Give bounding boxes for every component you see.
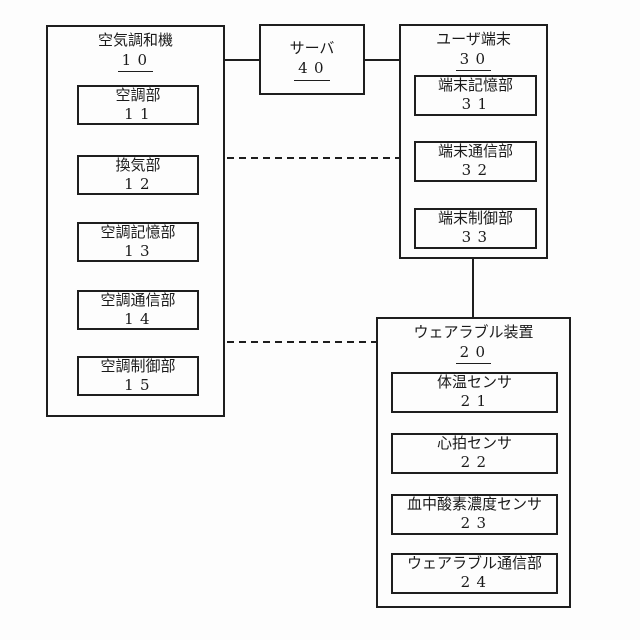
block-ventilation-unit: 換気部 12: [77, 155, 199, 195]
block-hvac-unit: 空調部 11: [77, 85, 199, 125]
block-label: 空調記憶部: [100, 222, 176, 241]
block-wearable-device: ウェアラブル装置 20 体温センサ 21 心拍センサ 22 血中酸素濃度センサ …: [376, 317, 571, 608]
block-server: サーバ 40: [259, 24, 365, 95]
block-label: 血中酸素濃度センサ: [406, 495, 542, 513]
block-heart-rate-sensor: 心拍センサ 22: [391, 433, 558, 474]
dashed-connector-ac-wearable: [227, 341, 376, 343]
block-label: ユーザ端末: [436, 30, 511, 48]
ref-number: 40: [294, 59, 330, 81]
block-label: 空調通信部: [100, 290, 176, 309]
ref-number: 22: [456, 453, 493, 473]
ref-number: 12: [120, 175, 156, 195]
block-title-user-terminal: ユーザ端末 30: [401, 30, 546, 71]
block-label: 端末制御部: [437, 209, 513, 227]
block-label: ウェアラブル装置: [413, 323, 534, 341]
ref-number: 13: [120, 242, 156, 262]
block-terminal-storage-unit: 端末記憶部 31: [414, 75, 537, 116]
ref-number: 24: [456, 573, 493, 593]
ref-number: 21: [456, 392, 493, 412]
connector-terminal-wearable: [472, 259, 474, 317]
ref-number: 20: [455, 343, 492, 364]
ref-number: 10: [117, 51, 154, 72]
block-wearable-communication-unit: ウェアラブル通信部 24: [391, 553, 558, 594]
block-air-conditioner: 空気調和機 10 空調部 11 換気部 12 空調記憶部 13 空調通信部 14…: [46, 25, 225, 417]
ref-number: 33: [457, 228, 494, 248]
ref-number: 15: [120, 376, 156, 396]
block-terminal-communication-unit: 端末通信部 32: [414, 141, 537, 182]
ref-number: 11: [120, 105, 156, 125]
ref-number: 30: [455, 50, 492, 71]
block-label: 空調制御部: [100, 356, 176, 375]
block-body-temperature-sensor: 体温センサ 21: [391, 372, 558, 413]
block-title-air-conditioner: 空気調和機 10: [48, 31, 223, 72]
block-title-wearable-device: ウェアラブル装置 20: [378, 323, 569, 364]
ref-number: 14: [120, 310, 156, 330]
ref-number: 32: [457, 161, 494, 181]
block-title-server: サーバ 40: [261, 26, 363, 93]
ref-number: 31: [457, 95, 494, 115]
ref-number: 23: [456, 514, 493, 534]
block-hvac-storage-unit: 空調記憶部 13: [77, 222, 199, 262]
block-label: 端末記憶部: [437, 76, 513, 94]
block-user-terminal: ユーザ端末 30 端末記憶部 31 端末通信部 32 端末制御部 33: [399, 24, 548, 259]
block-blood-oxygen-sensor: 血中酸素濃度センサ 23: [391, 494, 558, 535]
block-label: 空気調和機: [97, 31, 173, 49]
block-label: 換気部: [115, 155, 161, 174]
dashed-connector-ac-terminal: [227, 157, 399, 159]
block-hvac-communication-unit: 空調通信部 14: [77, 290, 199, 330]
block-label: 空調部: [115, 85, 161, 104]
block-label: 心拍センサ: [436, 434, 512, 452]
connector-ac-server: [225, 59, 259, 61]
connector-server-terminal: [365, 59, 399, 61]
block-label: ウェアラブル通信部: [406, 554, 542, 572]
block-terminal-control-unit: 端末制御部 33: [414, 208, 537, 249]
block-label: サーバ: [289, 38, 335, 57]
block-label: 端末通信部: [437, 142, 513, 160]
block-label: 体温センサ: [436, 373, 512, 391]
block-hvac-control-unit: 空調制御部 15: [77, 356, 199, 396]
